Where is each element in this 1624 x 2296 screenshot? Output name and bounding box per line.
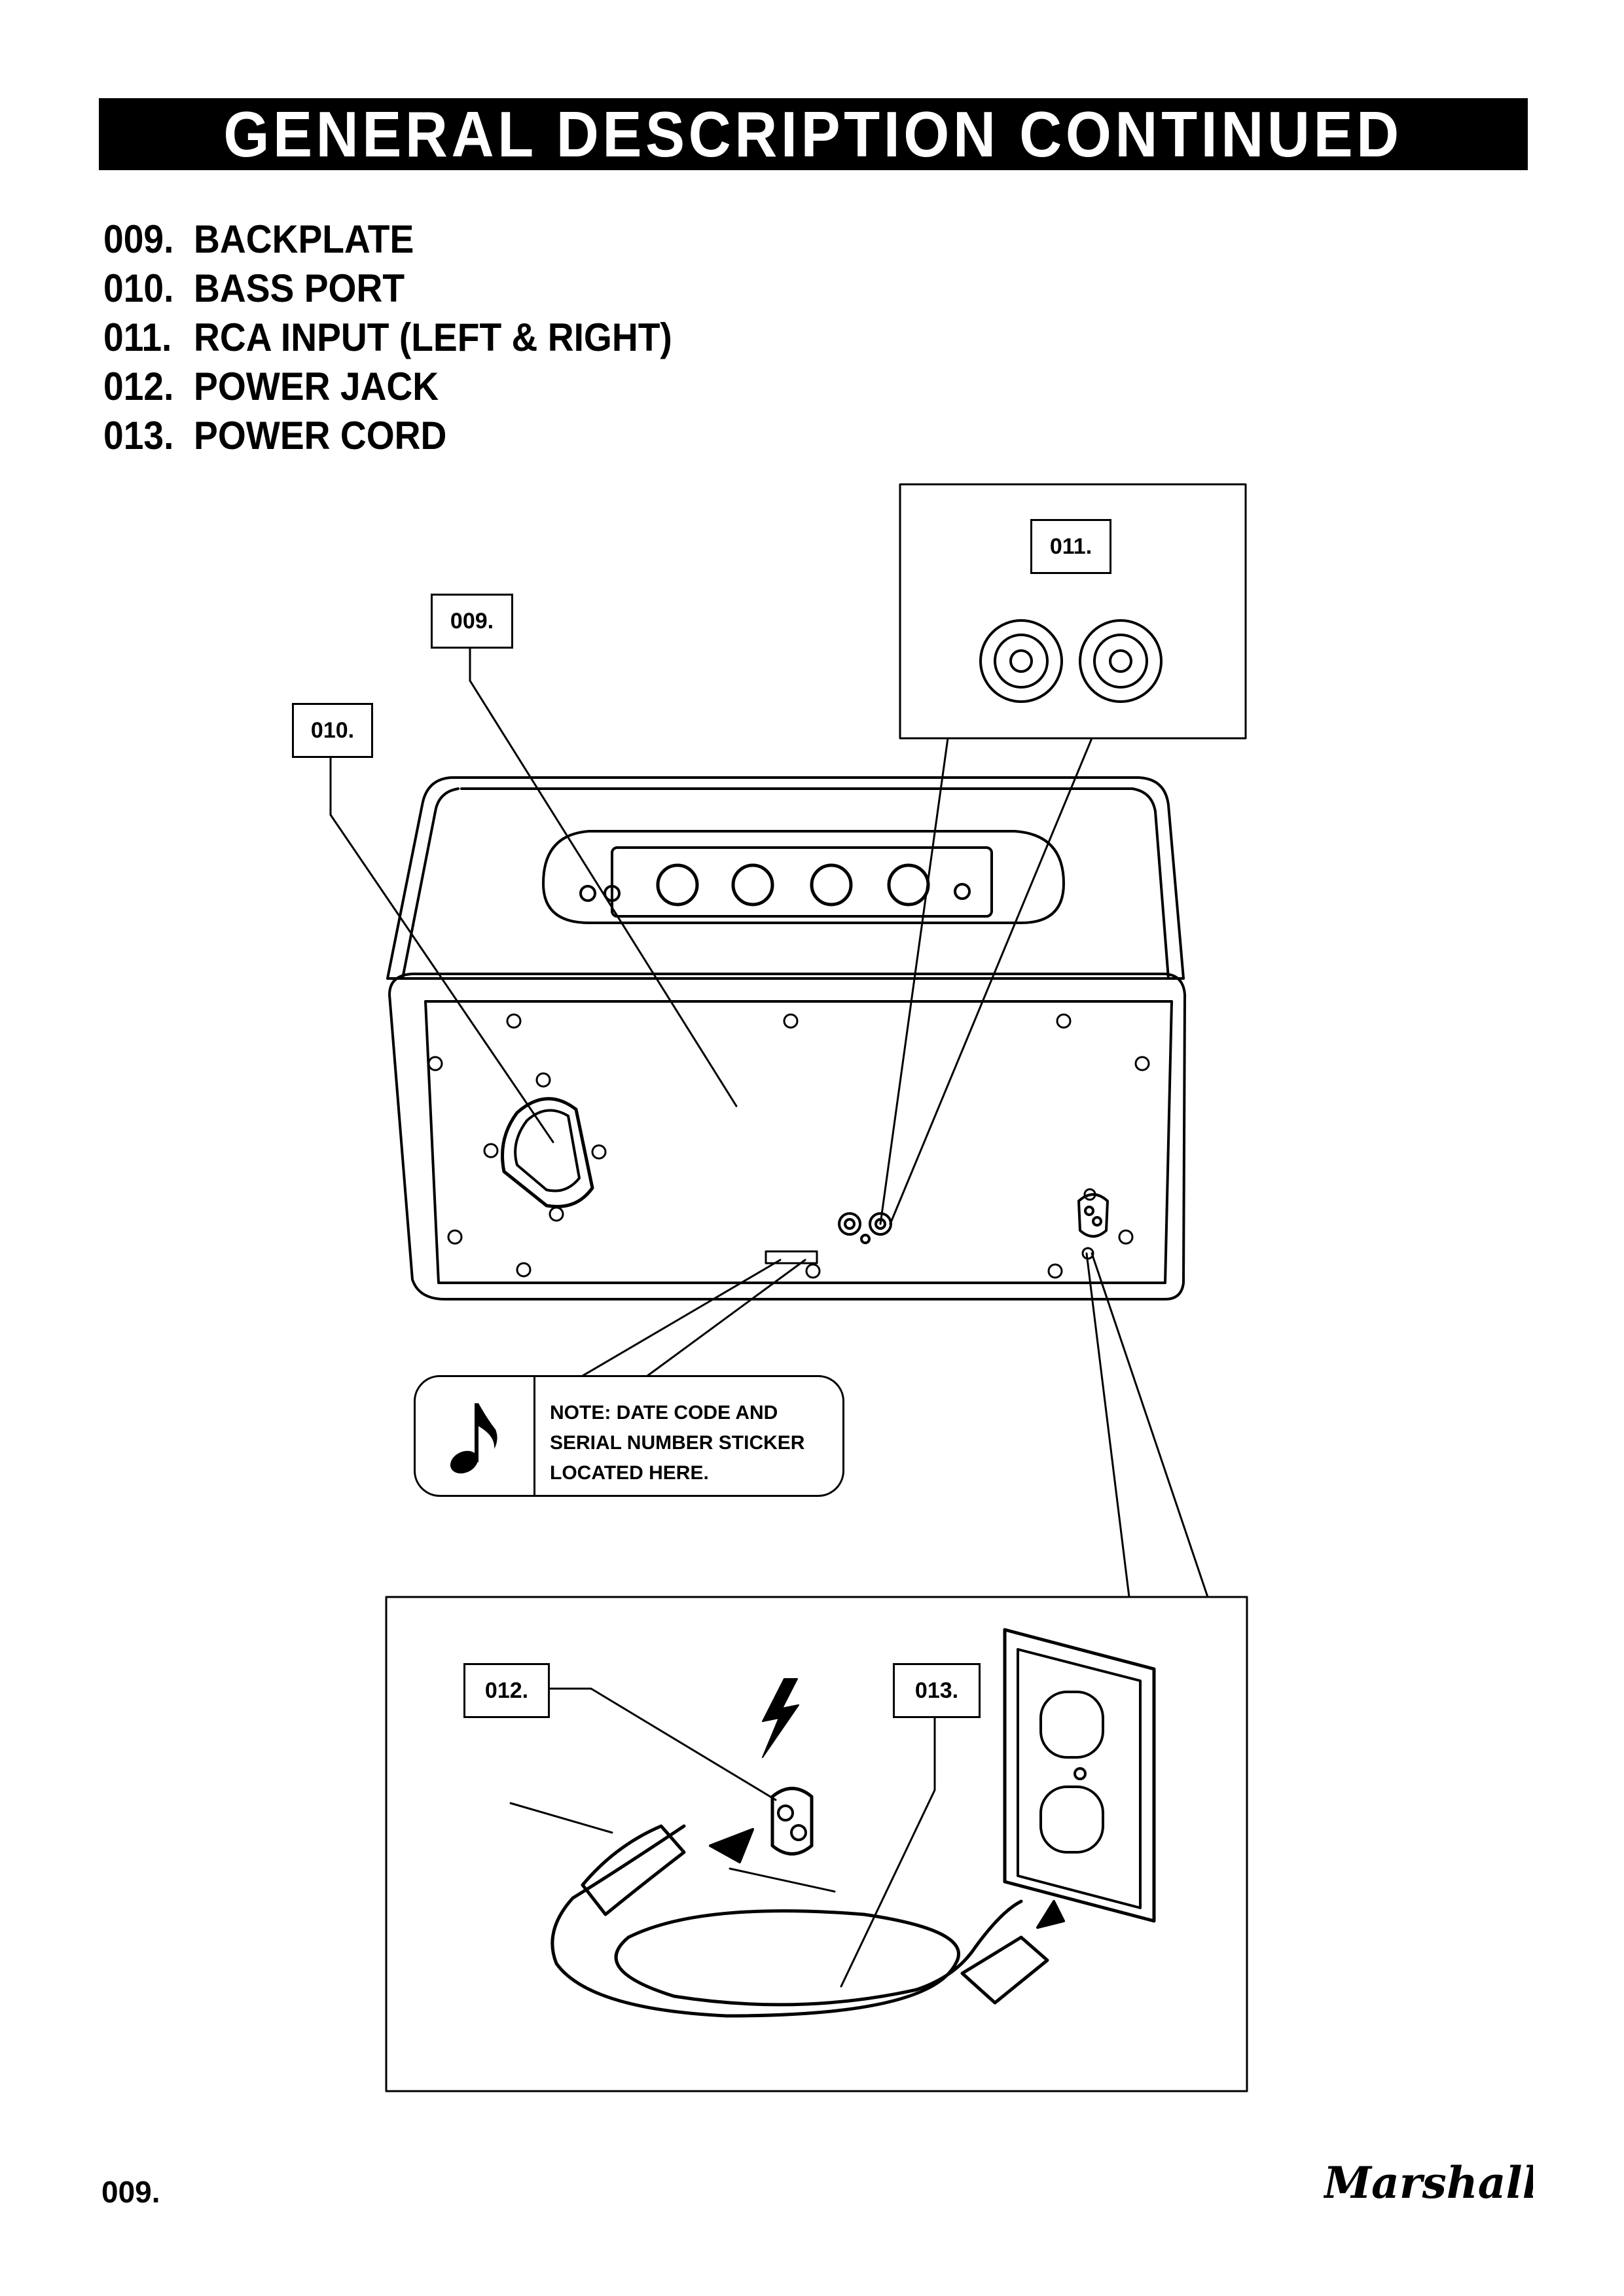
- list-item: 009.BACKPLATE: [103, 217, 414, 261]
- power-cord: [550, 1824, 1023, 2018]
- music-note-icon: [416, 1377, 535, 1495]
- sticker-location: [765, 1250, 818, 1265]
- callout-012: 012.: [463, 1663, 550, 1718]
- knob: [656, 863, 699, 906]
- list-item: 013.POWER CORD: [103, 414, 447, 457]
- list-item: 011.RCA INPUT (LEFT & RIGHT): [103, 315, 672, 359]
- callout-010: 010.: [292, 703, 373, 758]
- page-title: GENERAL DESCRIPTION CONTINUED: [99, 98, 1528, 170]
- callout-011: 011.: [1030, 519, 1111, 574]
- wall-outlet: [1003, 1628, 1156, 1923]
- rca-jack-left: [979, 619, 1063, 703]
- note-box: NOTE: DATE CODE AND SERIAL NUMBER STICKE…: [414, 1375, 844, 1497]
- power-jack: [770, 1787, 814, 1856]
- rca-input: [838, 1212, 861, 1236]
- callout-009: 009.: [431, 594, 513, 649]
- power-zoom-box: [385, 1596, 1248, 2092]
- control-panel: [542, 830, 1065, 924]
- rca-zoom-box: [899, 483, 1247, 740]
- svg-text:Marshall: Marshall: [1324, 2157, 1533, 2208]
- knob: [810, 863, 853, 906]
- callout-013: 013.: [893, 1663, 981, 1718]
- list-item: 010.BASS PORT: [103, 266, 405, 310]
- rca-jack-right: [1079, 619, 1163, 703]
- bass-port: [501, 1097, 594, 1208]
- marshall-logo: Marshall: [1322, 2153, 1539, 2212]
- lightning-icon: [762, 1678, 799, 1758]
- list-item: 012.POWER JACK: [103, 365, 439, 408]
- page-number: 009.: [101, 2175, 160, 2209]
- power-jack-body: [1077, 1193, 1109, 1238]
- screws: [427, 1013, 1150, 1279]
- page-title-text: GENERAL DESCRIPTION CONTINUED: [223, 98, 1403, 170]
- parts-list: 009.BACKPLATE 010.BASS PORT 011.RCA INPU…: [103, 215, 721, 460]
- knob: [887, 863, 930, 906]
- note-text: NOTE: DATE CODE AND SERIAL NUMBER STICKE…: [550, 1402, 805, 1484]
- knob: [731, 863, 774, 906]
- backplate: [388, 973, 1186, 1300]
- speaker-top: [386, 776, 1185, 980]
